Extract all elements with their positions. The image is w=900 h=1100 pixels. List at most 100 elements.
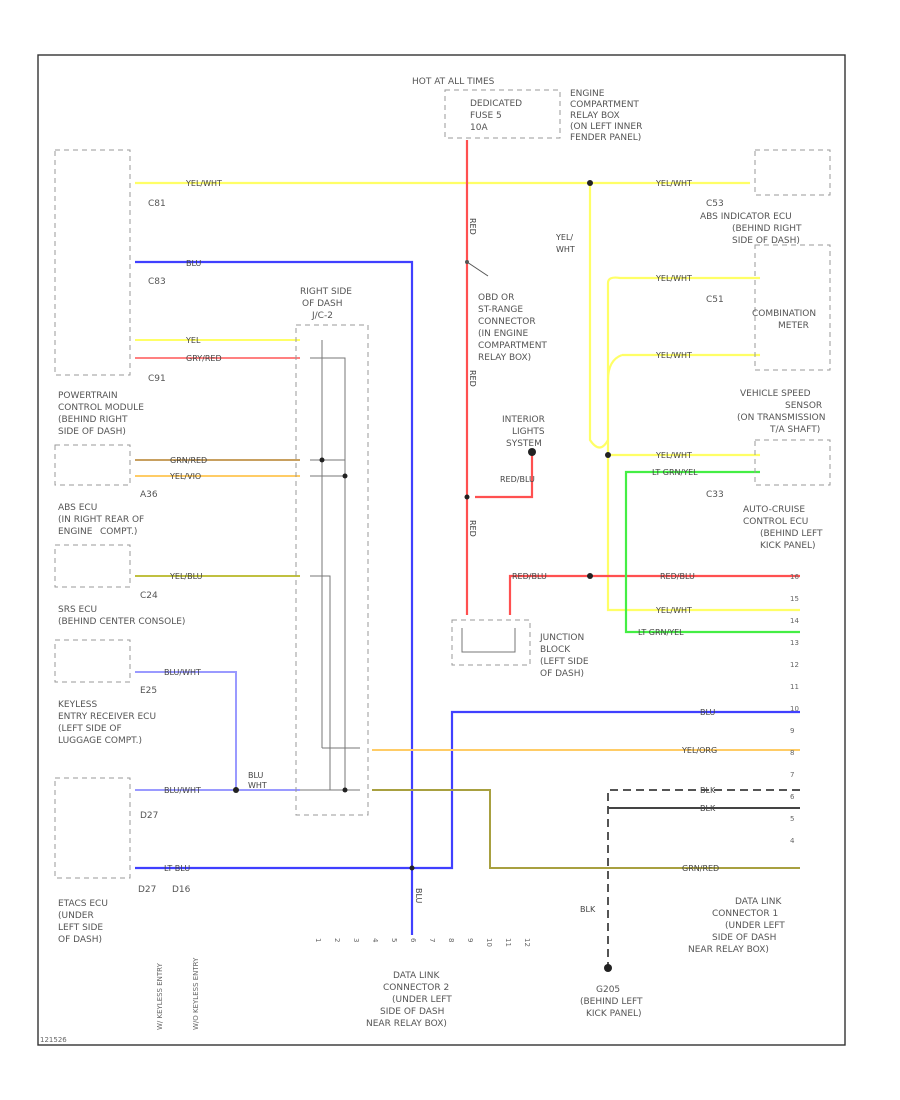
junction-label-line: BLOCK	[540, 645, 571, 655]
obd-label-line: ST-RANGE	[478, 305, 523, 315]
fuse-location-line: COMPARTMENT	[570, 100, 639, 110]
junction-label-line: (LEFT SIDE	[540, 657, 589, 667]
dlc2-pin-number: 2	[333, 938, 341, 942]
dlc1-pin-number: 9	[790, 727, 794, 735]
abs-label-line: COMPT.)	[100, 527, 137, 537]
srs-label-line: SRS ECU	[58, 605, 97, 615]
autocruise-box	[754, 439, 831, 486]
keyless-label-line: (LEFT SIDE OF	[58, 724, 122, 734]
wire-label: YEL/WHT	[185, 179, 222, 188]
keyless-label-line: KEYLESS	[58, 700, 97, 710]
wire-label: LT BLU	[164, 864, 190, 873]
wire-label: LT GRN/YEL	[638, 628, 684, 637]
wire-label: LT GRN/YEL	[652, 468, 698, 477]
obd-label-line: COMPARTMENT	[478, 341, 547, 351]
wire-label: YEL	[185, 336, 201, 345]
dlc2-label-line: DATA LINK	[393, 971, 440, 981]
dlc1-pin-number: 15	[790, 595, 799, 603]
abs-label: ABS ECU (IN RIGHT REAR OF ENGINE COMPT.)	[58, 503, 144, 537]
dlc2-label: DATA LINK CONNECTOR 2 (UNDER LEFT SIDE O…	[366, 971, 452, 1029]
dlc1-pin-number: 14	[790, 617, 799, 625]
connector-label: D16	[172, 885, 191, 895]
connector-label: E25	[140, 686, 157, 696]
wire-label: BLU/WHT	[164, 786, 201, 795]
dlc1-label-line: (UNDER LEFT	[725, 921, 785, 931]
abs-indicator-label-line: (BEHIND RIGHT	[732, 224, 802, 234]
etacs-label-line: ETACS ECU	[58, 899, 108, 909]
obd-label: OBD OR ST-RANGE CONNECTOR (IN ENGINE COM…	[478, 293, 547, 363]
srs-label-line: (BEHIND CENTER CONSOLE)	[58, 617, 185, 627]
dlc1-label: DATA LINK CONNECTOR 1 (UNDER LEFT SIDE O…	[688, 897, 785, 955]
junction-box	[451, 619, 531, 666]
keyless-box	[54, 639, 131, 683]
vss-label-line: (ON TRANSMISSION	[737, 413, 826, 423]
dlc1-pin-number: 6	[790, 793, 795, 801]
connector-label: C33	[706, 490, 724, 500]
obd-label-line: RELAY BOX)	[478, 353, 531, 363]
jc2-label: RIGHT SIDE OF DASH J/C-2	[300, 287, 352, 321]
jc2-label-line: RIGHT SIDE	[300, 287, 352, 297]
connector-label: C53	[706, 199, 724, 209]
obd-label-line: OBD OR	[478, 293, 514, 303]
interior-label-line: SYSTEM	[506, 439, 542, 449]
obd-label-line: CONNECTOR	[478, 317, 536, 327]
dlc1-label-line: SIDE OF DASH	[712, 933, 776, 943]
pcm-label-line: CONTROL MODULE	[58, 403, 144, 413]
interior-label: INTERIOR LIGHTS SYSTEM	[502, 415, 545, 449]
fuse-location-line: RELAY BOX	[570, 111, 620, 121]
dlc2-pin-number: 11	[504, 938, 512, 947]
wire-label: BLU	[414, 888, 423, 904]
dlc1-pin-number: 16	[790, 573, 799, 581]
wire-label: YEL/WHT	[655, 351, 692, 360]
dlc2-pin-number: 3	[352, 938, 360, 942]
pcm-label-line: POWERTRAIN	[58, 391, 118, 401]
vss-label-line: SENSOR	[785, 401, 822, 411]
abs-indicator-label-line: ABS INDICATOR ECU	[700, 212, 792, 222]
etacs-label-line: OF DASH)	[58, 935, 102, 945]
wire-label: RED/BLU	[660, 572, 695, 581]
wire-junction-connector	[135, 339, 800, 869]
etacs-box	[54, 777, 131, 879]
autocruise-label-line: KICK PANEL)	[760, 541, 816, 551]
note-with-keyless: W/ KEYLESS ENTRY	[156, 962, 164, 1030]
dlc2-label-line: SIDE OF DASH	[380, 1007, 444, 1017]
dlc1-pin-number: 10	[790, 705, 799, 713]
wire-label: BLU	[700, 708, 716, 717]
jc2-label-line: J/C-2	[311, 311, 333, 321]
connector-label: A36	[140, 490, 158, 500]
wire-label: GRN/RED	[682, 864, 719, 873]
dlc2-label-line: (UNDER LEFT	[392, 995, 452, 1005]
abs-indicator-label-line: SIDE OF DASH)	[732, 236, 800, 246]
wire-label: YEL/WHT	[655, 274, 692, 283]
ground-label: G205 (BEHIND LEFT KICK PANEL)	[580, 985, 643, 1019]
interior-label-line: INTERIOR	[502, 415, 545, 425]
autocruise-label-line: CONTROL ECU	[743, 517, 808, 527]
dlc2-pin-number: 5	[390, 938, 398, 942]
dlc1-pin-number: 7	[790, 771, 794, 779]
wire-label: GRN/RED	[170, 456, 207, 465]
combination-meter-label-line: COMBINATION	[752, 309, 816, 319]
fuse-line: 10A	[470, 123, 488, 133]
wire-label: BLU	[248, 771, 264, 780]
abs-label-line: ENGINE	[58, 527, 93, 537]
ground-label-line: (BEHIND LEFT	[580, 997, 643, 1007]
fuse-lines: DEDICATED FUSE 5 10A	[470, 99, 522, 133]
wire-label: GRY/RED	[186, 354, 222, 363]
fuse-line: DEDICATED	[470, 99, 522, 109]
wire-label: WHT	[556, 245, 575, 254]
dlc2-pin-number: 7	[428, 938, 436, 942]
combination-meter-label: COMBINATION METER	[752, 309, 816, 331]
ground-label-line: G205	[596, 985, 620, 995]
fuse-location-line: FENDER PANEL)	[570, 133, 641, 143]
combination-meter-box	[754, 244, 831, 371]
wire-label: BLK	[700, 786, 716, 795]
combination-meter-label-line: METER	[778, 321, 809, 331]
connector-label: C24	[140, 591, 158, 601]
interior-label-line: LIGHTS	[512, 427, 545, 437]
dlc2-pin-number: 8	[447, 938, 455, 942]
wire-label: RED	[468, 218, 477, 235]
wire-labels: YEL/WHT YEL/WHT BLU YEL GRY/RED GRN/RED …	[164, 179, 719, 914]
wire-yel-wht-main	[135, 181, 800, 612]
keyless-label: KEYLESS ENTRY RECEIVER ECU (LEFT SIDE OF…	[58, 700, 156, 746]
